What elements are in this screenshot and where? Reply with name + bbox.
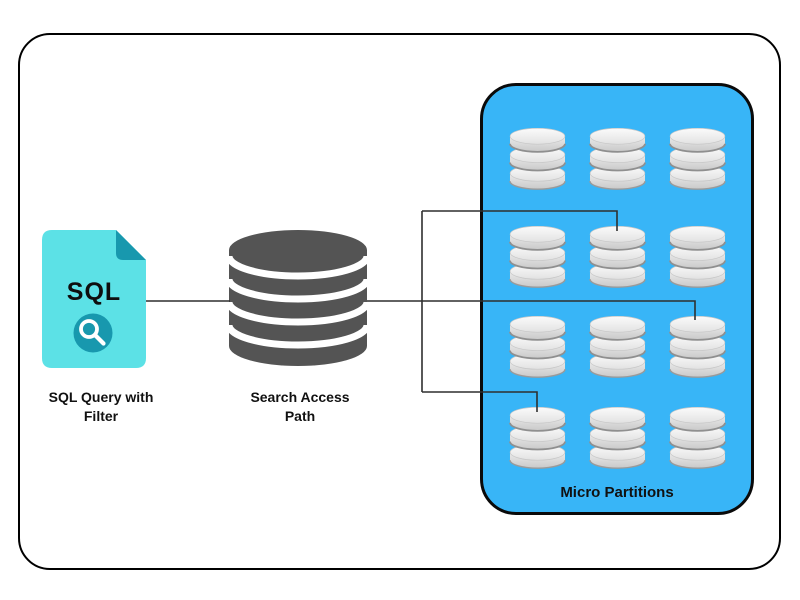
- partition-cylinder-icon: [589, 128, 646, 190]
- partition-cylinder-icon: [589, 316, 646, 378]
- search-access-path-label-line1: Search Access: [250, 389, 350, 405]
- partition-cylinder-icon: [509, 316, 566, 378]
- partition-cylinder-icon: [589, 226, 646, 288]
- micro-partitions-panel: Micro Partitions: [480, 83, 754, 515]
- partition-cylinder-icon: [509, 128, 566, 190]
- sql-node-label: SQL Query with Filter: [16, 388, 186, 426]
- sql-document-icon: SQL: [42, 230, 146, 368]
- search-access-path-label-line2: Path: [284, 408, 316, 424]
- search-access-path-icon: [229, 230, 367, 366]
- partition-cylinder-icon: [669, 226, 726, 288]
- sql-node-label-line2: Filter: [83, 408, 119, 424]
- partition-cylinder-icon: [669, 128, 726, 190]
- sql-node-label-line1: SQL Query with: [48, 389, 154, 405]
- search-access-path-label: Search Access Path: [215, 388, 385, 426]
- search-icon: [73, 313, 113, 353]
- partition-cylinder-icon: [509, 226, 566, 288]
- partition-cylinder-icon: [669, 407, 726, 469]
- partition-cylinder-icon: [589, 407, 646, 469]
- partition-cylinder-icon: [669, 316, 726, 378]
- folded-corner: [116, 230, 146, 260]
- sql-icon-text: SQL: [67, 278, 121, 306]
- partition-cylinder-icon: [509, 407, 566, 469]
- micro-partitions-label: Micro Partitions: [560, 484, 674, 501]
